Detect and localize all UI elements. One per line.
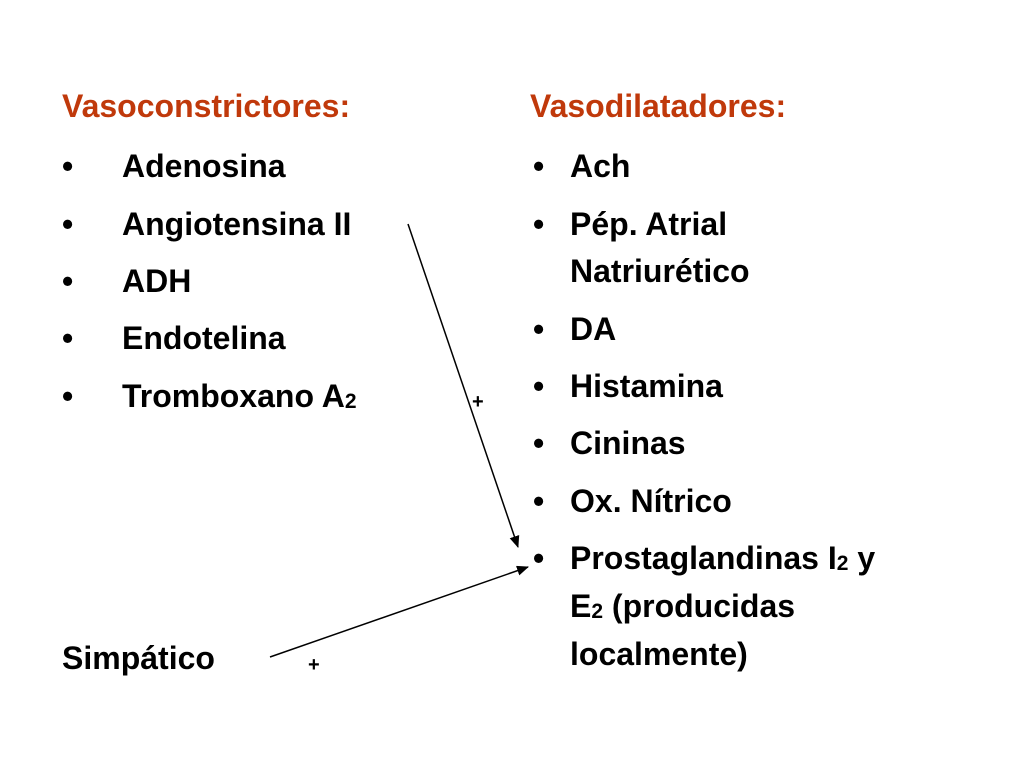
- item-adh: ADH: [122, 263, 192, 299]
- item-natriuretico: Natriurético: [570, 253, 750, 289]
- bullet-icon: •: [62, 263, 74, 299]
- item-pep-atrial: Pép. Atrial: [570, 206, 728, 242]
- plus-sign-simpatico: +: [308, 654, 320, 676]
- item-tromboxano: Tromboxano A2: [122, 378, 357, 420]
- vasodilatadores-heading: Vasodilatadores:: [530, 88, 787, 124]
- tromboxano-subscript: 2: [344, 390, 357, 413]
- prostaglandinas-sub-i: 2: [836, 552, 849, 575]
- bullet-icon: •: [533, 483, 545, 519]
- prostaglandinas-text: Prostaglandinas I: [570, 540, 837, 576]
- prostaglandinas-e: E: [570, 588, 592, 624]
- vasoconstrictores-heading: Vasoconstrictores:: [62, 88, 351, 124]
- item-ach: Ach: [570, 148, 631, 184]
- item-cininas: Cininas: [570, 425, 686, 461]
- item-prostaglandinas-line1: Prostaglandinas I2 y: [570, 540, 875, 582]
- item-endotelina: Endotelina: [122, 320, 286, 356]
- bullet-icon: •: [533, 148, 545, 184]
- tromboxano-text: Tromboxano A: [122, 378, 345, 414]
- bullet-icon: •: [62, 148, 74, 184]
- bullet-icon: •: [62, 206, 74, 242]
- bullet-icon: •: [533, 368, 545, 404]
- arrow-simpatico-to-prostaglandinas: [269, 565, 529, 658]
- plus-sign-tromboxano: +: [472, 391, 484, 413]
- bullet-icon: •: [62, 320, 74, 356]
- prostaglandinas-y: y: [848, 540, 876, 576]
- prostaglandinas-producidas: (producidas: [603, 588, 796, 624]
- bullet-icon: •: [533, 311, 545, 347]
- bullet-icon: •: [533, 540, 545, 576]
- arrow-angiotensina-to-prostaglandinas: [407, 223, 520, 548]
- prostaglandinas-sub-e: 2: [591, 600, 604, 623]
- bullet-icon: •: [62, 378, 74, 414]
- item-histamina: Histamina: [570, 368, 723, 404]
- item-adenosina: Adenosina: [122, 148, 286, 184]
- item-angiotensina: Angiotensina II: [122, 206, 352, 242]
- item-ox-nitrico: Ox. Nítrico: [570, 483, 732, 519]
- item-prostaglandinas-line3: localmente): [570, 636, 748, 672]
- bullet-icon: •: [533, 425, 545, 461]
- bullet-icon: •: [533, 206, 545, 242]
- item-da: DA: [570, 311, 617, 347]
- item-prostaglandinas-line2: E2 (producidas: [570, 588, 795, 630]
- simpatico-label: Simpático: [62, 640, 215, 676]
